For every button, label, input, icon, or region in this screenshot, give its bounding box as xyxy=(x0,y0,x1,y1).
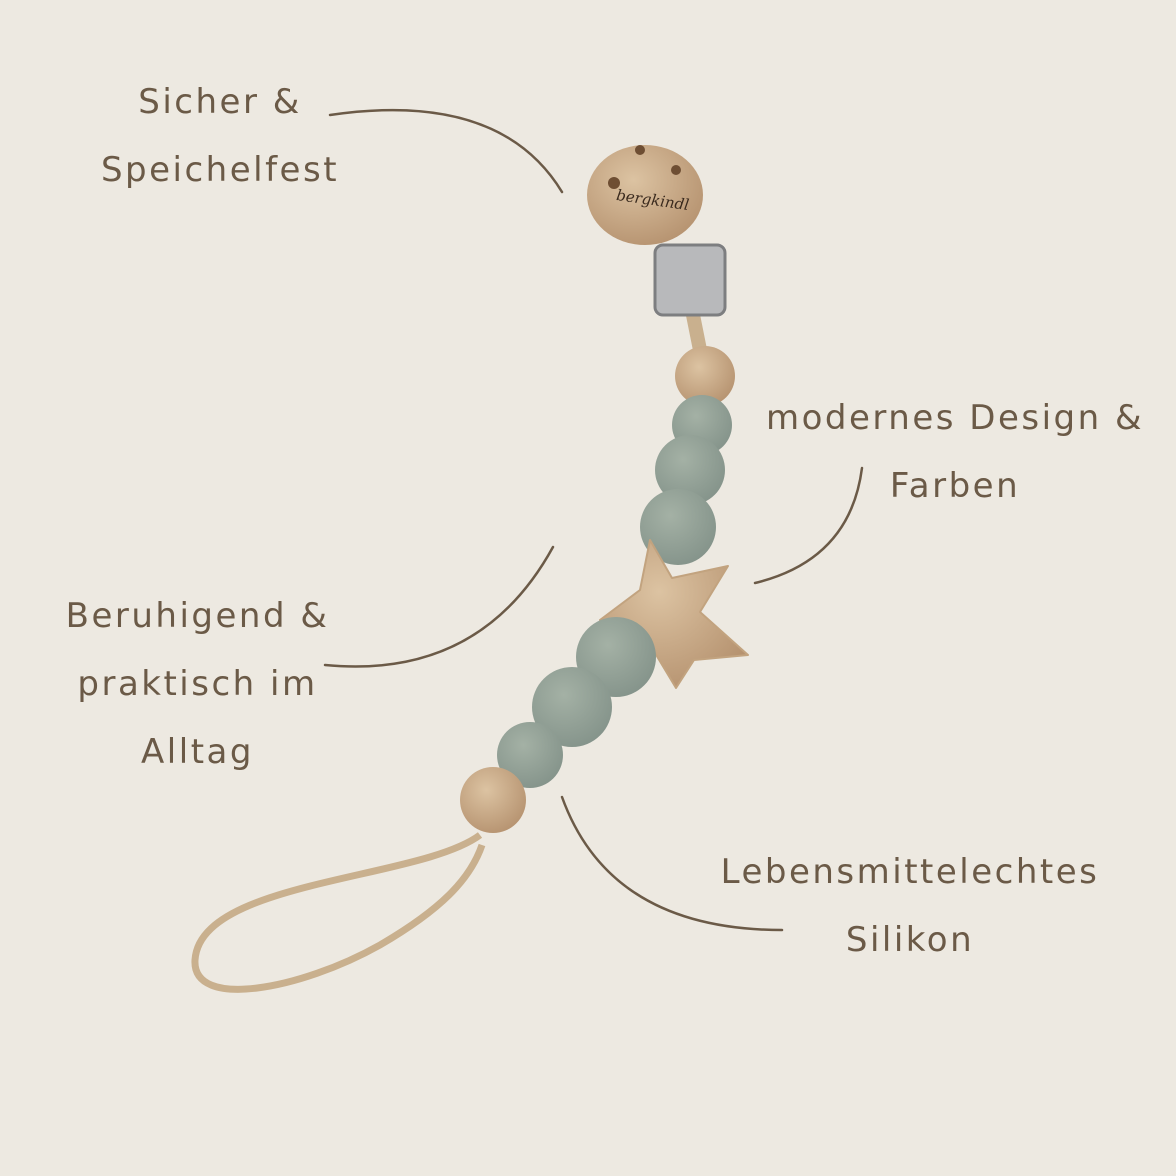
metal-clip xyxy=(653,243,727,317)
wooden-star xyxy=(599,539,749,689)
callout-line-design xyxy=(753,466,864,585)
callout-soothing: Beruhigend & praktisch im Alltag xyxy=(65,596,330,772)
silicone-bead xyxy=(640,489,716,565)
silicone-bead xyxy=(532,667,612,747)
callout-safe: Sicher & Speichelfest xyxy=(100,82,340,190)
silicone-bead xyxy=(497,722,563,788)
cord-loop xyxy=(191,832,486,993)
wood-bead xyxy=(675,346,735,406)
silicone-bead xyxy=(655,435,725,505)
callout-line-silicone xyxy=(560,795,784,932)
callout-silicone: Lebensmittelechtes Silikon xyxy=(720,852,1100,960)
callout-lines xyxy=(323,108,864,932)
callout-design: modernes Design & Farben xyxy=(765,398,1144,506)
wood-bead xyxy=(460,767,526,833)
callout-line-soothing xyxy=(323,545,555,668)
callout-line-safe xyxy=(328,108,564,194)
pacifier-clip: bergkindl xyxy=(191,145,749,993)
